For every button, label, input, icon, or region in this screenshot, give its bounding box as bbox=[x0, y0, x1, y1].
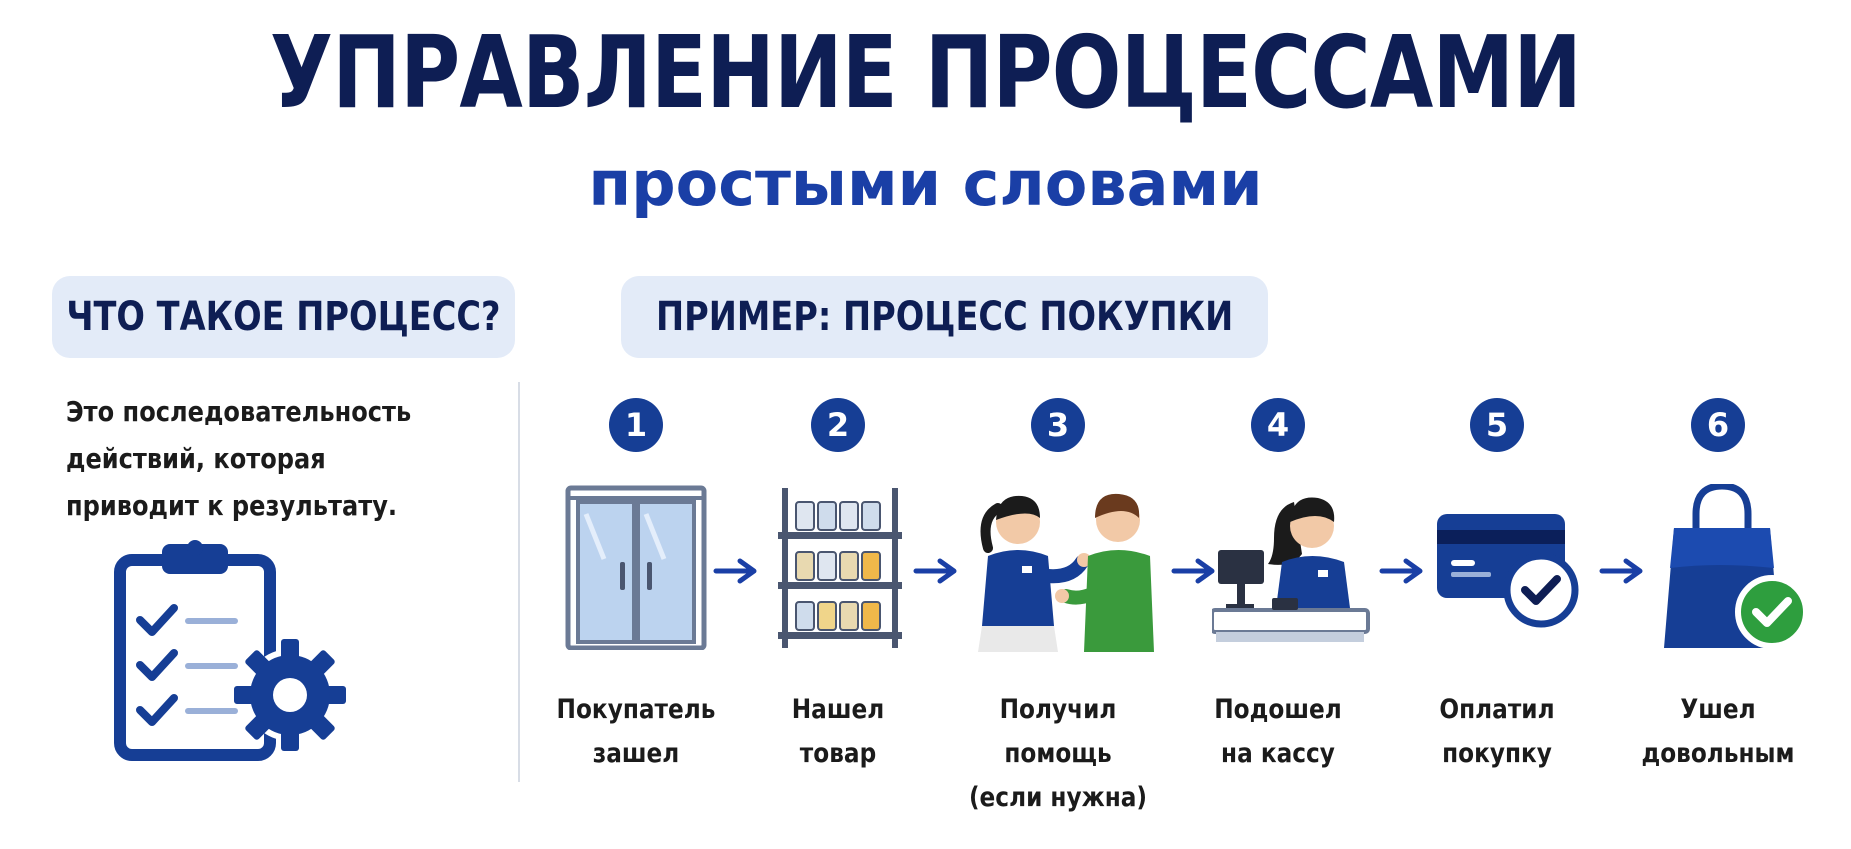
step-label-line: довольным bbox=[1641, 738, 1795, 769]
purchase-example-heading-text: ПРИМЕР: ПРОЦЕСС ПОКУПКИ bbox=[655, 294, 1234, 340]
step-number-badge: 6 bbox=[1691, 398, 1745, 452]
arrow-right-icon bbox=[1379, 558, 1423, 584]
step-number-badge: 3 bbox=[1031, 398, 1085, 452]
step-label-line: на кассу bbox=[1221, 738, 1335, 769]
definition-line: Это последовательность bbox=[66, 395, 412, 428]
purchase-example-heading: ПРИМЕР: ПРОЦЕСС ПОКУПКИ bbox=[621, 276, 1268, 358]
definition-line: действий, которая bbox=[66, 442, 326, 475]
step-number-badge: 1 bbox=[609, 398, 663, 452]
step-label: Оплатил покупку bbox=[1387, 688, 1607, 776]
step-label-line: Покупатель bbox=[556, 694, 716, 725]
step-label-line: зашел bbox=[592, 738, 680, 769]
step-label: Подошел на кассу bbox=[1168, 688, 1388, 776]
step-label-line: Ушел bbox=[1680, 694, 1756, 725]
step-label-line: товар bbox=[799, 738, 877, 769]
step-label: Покупатель зашел bbox=[526, 688, 746, 776]
step-label-line: помощь bbox=[1004, 738, 1112, 769]
shopping-bag-check-icon bbox=[1664, 484, 1809, 649]
glass-door-icon bbox=[565, 485, 707, 650]
what-is-process-heading-text: ЧТО ТАКОЕ ПРОЦЕСС? bbox=[66, 294, 501, 340]
step-label-line: Подошел bbox=[1214, 694, 1342, 725]
page-subtitle: простыми словами bbox=[588, 147, 1263, 220]
step-number-badge: 5 bbox=[1470, 398, 1524, 452]
step-label-line: Получил bbox=[999, 694, 1117, 725]
step-label: Ушел довольным bbox=[1608, 688, 1828, 776]
assistant-helping-customer-icon bbox=[978, 493, 1154, 652]
step-number-badge: 2 bbox=[811, 398, 865, 452]
divider-line bbox=[518, 382, 520, 782]
step-label-line: Оплатил bbox=[1439, 694, 1555, 725]
arrow-right-icon bbox=[913, 558, 957, 584]
definition-line: приводит к результату. bbox=[66, 489, 398, 522]
arrow-right-icon bbox=[1171, 558, 1215, 584]
arrow-right-icon bbox=[1599, 558, 1643, 584]
step-label: Нашел товар bbox=[728, 688, 948, 776]
step-label: Получил помощь (если нужна) bbox=[948, 688, 1168, 820]
credit-card-check-icon bbox=[1437, 514, 1579, 628]
page-title: УПРАВЛЕНИЕ ПРОЦЕССАМИ bbox=[269, 14, 1582, 131]
cashier-checkout-icon bbox=[1212, 497, 1370, 642]
step-number-badge: 4 bbox=[1251, 398, 1305, 452]
definition-text: Это последовательность действий, которая… bbox=[66, 388, 486, 529]
step-label-line: (если нужна) bbox=[968, 782, 1148, 813]
what-is-process-heading: ЧТО ТАКОЕ ПРОЦЕСС? bbox=[52, 276, 515, 358]
arrow-right-icon bbox=[713, 558, 757, 584]
store-shelf-icon bbox=[778, 488, 902, 648]
clipboard-gear-icon bbox=[114, 540, 346, 761]
step-label-line: покупку bbox=[1442, 738, 1552, 769]
step-label-line: Нашел bbox=[791, 694, 885, 725]
